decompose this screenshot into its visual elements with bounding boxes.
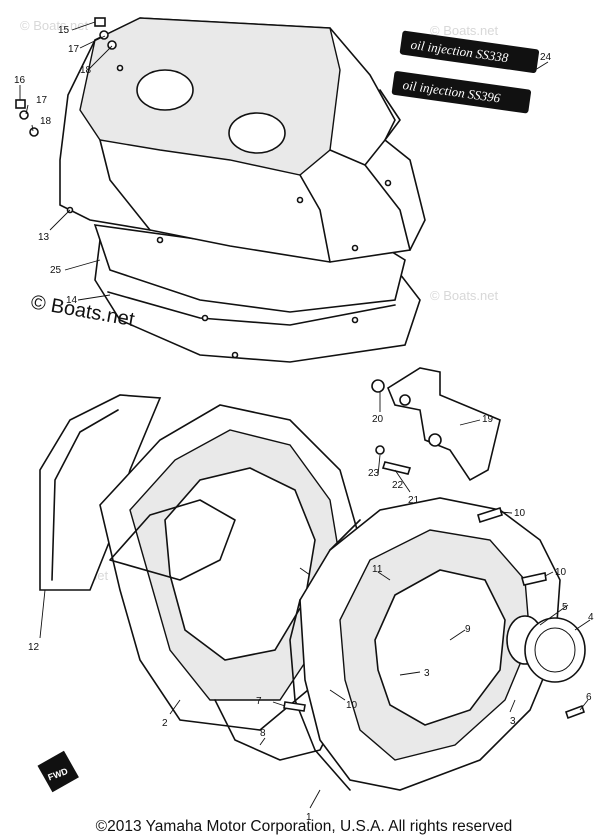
callout-9: 9 xyxy=(465,624,471,635)
decal-plate xyxy=(391,71,532,114)
recoil-cover-opening xyxy=(374,569,506,726)
callout-3: 3 xyxy=(424,668,430,679)
callout-11: 11 xyxy=(372,564,383,575)
screw xyxy=(520,572,547,586)
callout-15: 15 xyxy=(58,25,70,36)
shroud-air-hole-right xyxy=(228,112,286,154)
callout-10: 10 xyxy=(555,567,567,578)
callout-labels: 15 17 18 16 17 18 13 25 14 24 20 19 23 2… xyxy=(14,25,594,823)
callout-14: 14 xyxy=(66,295,78,306)
callout-18: 18 xyxy=(40,116,52,127)
callout-25: 25 xyxy=(50,265,62,276)
grommet xyxy=(107,40,117,50)
watermark-text: © Boats.net xyxy=(430,23,499,38)
shroud-mount-holes xyxy=(66,64,392,359)
callout-22: 22 xyxy=(392,480,404,491)
forward-arrow: FWD xyxy=(37,750,79,793)
callout-6: 6 xyxy=(586,692,592,703)
callout-18: 18 xyxy=(80,65,92,76)
copyright-notice: ©2013 Yamaha Motor Corporation, U.S.A. A… xyxy=(95,818,513,835)
callout-16: 16 xyxy=(14,75,26,86)
screw xyxy=(477,506,503,524)
watermark-text: © Boats.net xyxy=(430,288,499,303)
shroud-side-fold xyxy=(99,139,411,263)
callout-12: 12 xyxy=(28,642,40,653)
recoil-cover-flange xyxy=(289,519,361,791)
callout-7: 7 xyxy=(256,696,262,707)
callout-20: 20 xyxy=(372,414,384,425)
callout-8: 8 xyxy=(260,728,266,739)
callout-4: 4 xyxy=(588,612,594,623)
bracket-hole xyxy=(399,394,411,406)
callout-10: 10 xyxy=(514,508,526,519)
end-cap xyxy=(524,617,586,683)
decal-group: oil injection SS338 oil injection SS396 xyxy=(391,30,540,114)
watermark-text: © Boats.net xyxy=(20,18,89,33)
shroud-rib xyxy=(364,89,401,166)
bolt-head xyxy=(15,99,26,109)
screw xyxy=(564,704,586,720)
screw xyxy=(283,701,306,712)
bolt xyxy=(381,461,412,475)
callout-23: 23 xyxy=(368,468,380,479)
upper-shroud-assembly xyxy=(59,17,426,363)
callout-21: 21 xyxy=(408,495,420,506)
fan-cover-gasket xyxy=(39,394,162,591)
callout-17: 17 xyxy=(68,44,80,55)
fan-cover-gasket-inner xyxy=(51,409,119,581)
bracket-hole xyxy=(428,433,442,447)
leader-lines xyxy=(19,21,591,809)
end-cap-rim xyxy=(534,627,576,673)
bolt-head xyxy=(94,17,106,27)
decal-plate xyxy=(399,30,540,73)
shroud-air-hole-left xyxy=(136,69,194,111)
callout-24: 24 xyxy=(540,52,552,63)
callout-3: 3 xyxy=(510,716,516,727)
callout-17: 17 xyxy=(36,95,48,106)
rubber-mount xyxy=(371,379,385,393)
callout-13: 13 xyxy=(38,232,50,243)
shroud-lower-plate-rim xyxy=(107,291,396,326)
grommet xyxy=(29,127,39,137)
callout-2: 2 xyxy=(162,718,168,729)
callout-5: 5 xyxy=(562,602,568,613)
forward-arrow-tag xyxy=(37,750,79,793)
washer xyxy=(375,445,385,455)
callout-19: 19 xyxy=(482,414,494,425)
callout-10: 10 xyxy=(346,700,358,711)
callout-1: 1 xyxy=(306,812,312,823)
fan-cover-duct xyxy=(109,499,236,581)
mount-bracket xyxy=(387,367,501,482)
